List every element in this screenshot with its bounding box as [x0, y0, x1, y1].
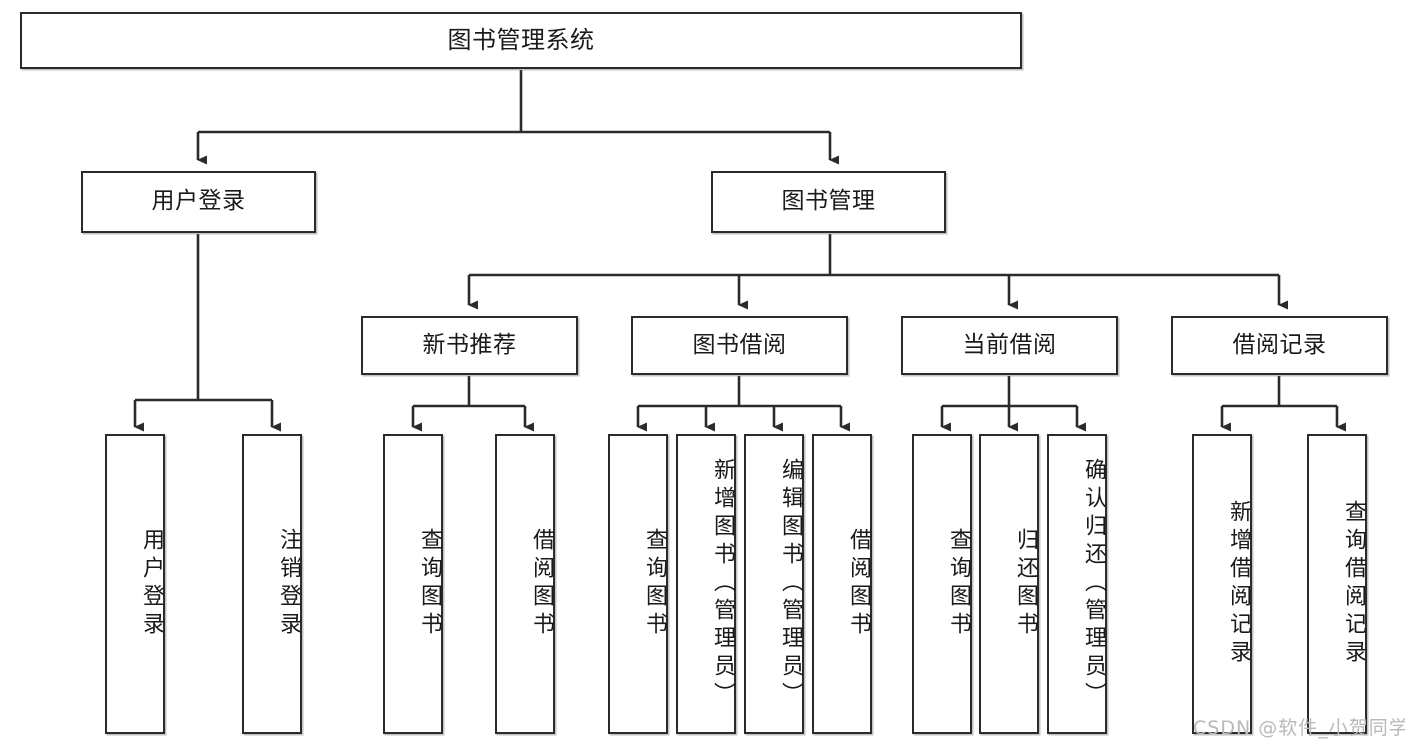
node-root-system[interactable]: 图书管理系统 [20, 12, 1022, 69]
node-current-borrow[interactable]: 当前借阅 [901, 316, 1118, 375]
leaf-recommend-borrow-book[interactable]: 借阅图书 [495, 434, 555, 734]
leaf-label: 查询图书 [417, 528, 442, 640]
node-book-management[interactable]: 图书管理 [711, 171, 946, 233]
leaf-label: 用户登录 [139, 528, 164, 640]
node-new-book-recommend[interactable]: 新书推荐 [361, 316, 578, 375]
leaf-label: 借阅图书 [846, 528, 871, 640]
leaf-user-login-logout[interactable]: 注销登录 [242, 434, 302, 734]
node-user-login[interactable]: 用户登录 [81, 171, 316, 233]
node-book-borrow[interactable]: 图书借阅 [631, 316, 848, 375]
leaf-current-query-book[interactable]: 查询图书 [912, 434, 972, 734]
leaf-records-add-record[interactable]: 新增借阅记录 [1192, 434, 1252, 734]
leaf-label: 借阅图书 [529, 528, 554, 640]
leaf-label: 新增图书（管理员） [710, 458, 735, 710]
leaf-label: 查询借阅记录 [1341, 500, 1366, 668]
node-borrow-records[interactable]: 借阅记录 [1171, 316, 1388, 375]
leaf-label: 查询图书 [946, 528, 971, 640]
csdn-watermark: CSDN @软件_小贺同学 [1193, 717, 1405, 739]
leaf-records-query-record[interactable]: 查询借阅记录 [1307, 434, 1367, 734]
leaf-borrow-add-book[interactable]: 新增图书（管理员） [676, 434, 736, 734]
leaf-label: 新增借阅记录 [1226, 500, 1251, 668]
leaf-current-return-book[interactable]: 归还图书 [979, 434, 1039, 734]
leaf-borrow-borrow-book[interactable]: 借阅图书 [812, 434, 872, 734]
leaf-recommend-query-book[interactable]: 查询图书 [383, 434, 443, 734]
leaf-current-confirm-return[interactable]: 确认归还（管理员） [1047, 434, 1107, 734]
leaf-label: 编辑图书（管理员） [778, 458, 803, 710]
leaf-label: 归还图书 [1013, 528, 1038, 640]
leaf-label: 注销登录 [276, 528, 301, 640]
leaf-borrow-edit-book[interactable]: 编辑图书（管理员） [744, 434, 804, 734]
leaf-borrow-query-book[interactable]: 查询图书 [608, 434, 668, 734]
leaf-user-login-login[interactable]: 用户登录 [105, 434, 165, 734]
leaf-label: 查询图书 [642, 528, 667, 640]
leaf-label: 确认归还（管理员） [1081, 458, 1106, 710]
